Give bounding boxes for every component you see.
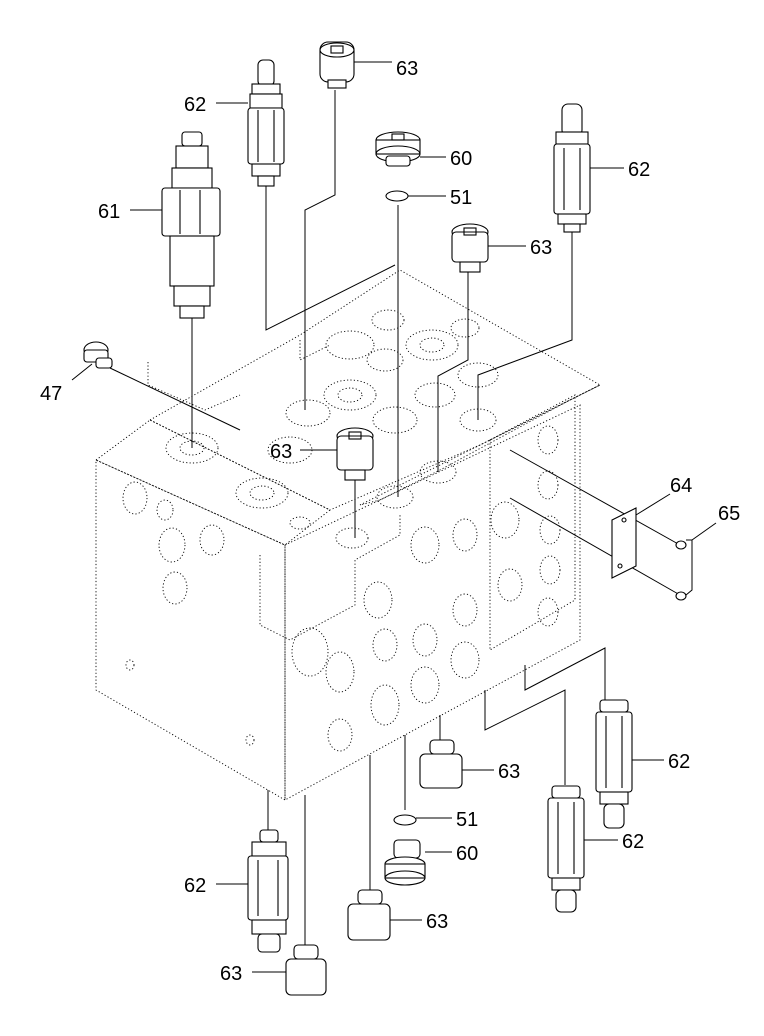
top-face-ports <box>165 309 499 549</box>
left-face-ports <box>122 481 255 746</box>
plug-63-center <box>336 427 374 481</box>
relief-valve-62-bottom-right-lower <box>547 785 585 913</box>
callout-leaders <box>71 61 717 973</box>
plug-63-bottom-c <box>285 944 327 996</box>
o-ring-51-bottom <box>393 814 417 826</box>
plug-60-bottom <box>384 839 426 886</box>
assembly-lines <box>109 90 693 945</box>
plug-63-right <box>451 223 489 273</box>
callout-labels: 63 62 61 60 51 62 63 47 63 64 65 62 63 5… <box>40 58 740 985</box>
callout-61: 61 <box>98 201 120 223</box>
callout-51-top: 51 <box>450 187 472 209</box>
callout-62-bottom-right-lower: 62 <box>622 831 644 853</box>
callout-51-bottom: 51 <box>456 809 478 831</box>
plate-64 <box>611 507 637 579</box>
callout-62-bottom-right-upper: 62 <box>668 751 690 773</box>
callout-62-top-left: 62 <box>184 94 206 116</box>
relief-valve-62-bottom-left <box>247 829 289 953</box>
relief-valve-61 <box>161 131 221 319</box>
callout-63-bottom-b: 63 <box>426 911 448 933</box>
callout-63-center: 63 <box>270 441 292 463</box>
plug-60-top <box>375 131 421 167</box>
plug-63-bottom-b <box>347 889 391 941</box>
plug-63-top <box>319 41 355 89</box>
callout-63-bottom-a: 63 <box>498 761 520 783</box>
callout-47: 47 <box>40 383 62 405</box>
relief-valve-62-bottom-right-upper <box>595 699 633 829</box>
callout-63-bottom-c: 63 <box>220 963 242 985</box>
relief-valve-62-top-left <box>247 59 285 187</box>
plug-63-bottom-a <box>419 739 463 789</box>
callout-65: 65 <box>718 503 740 525</box>
valve-block-body <box>95 269 601 801</box>
callout-62-top-right: 62 <box>628 159 650 181</box>
plug-47 <box>83 341 113 369</box>
callout-60-top: 60 <box>450 148 472 170</box>
callout-60-bottom: 60 <box>456 843 478 865</box>
o-ring-51-top <box>385 190 409 202</box>
callout-63-top: 63 <box>396 58 418 80</box>
callout-64: 64 <box>670 475 692 497</box>
callout-62-bottom-left: 62 <box>184 875 206 897</box>
callout-63-right: 63 <box>530 237 552 259</box>
screws-65 <box>675 540 687 601</box>
relief-valve-62-top-right <box>553 103 591 233</box>
front-face-ports <box>291 425 561 752</box>
